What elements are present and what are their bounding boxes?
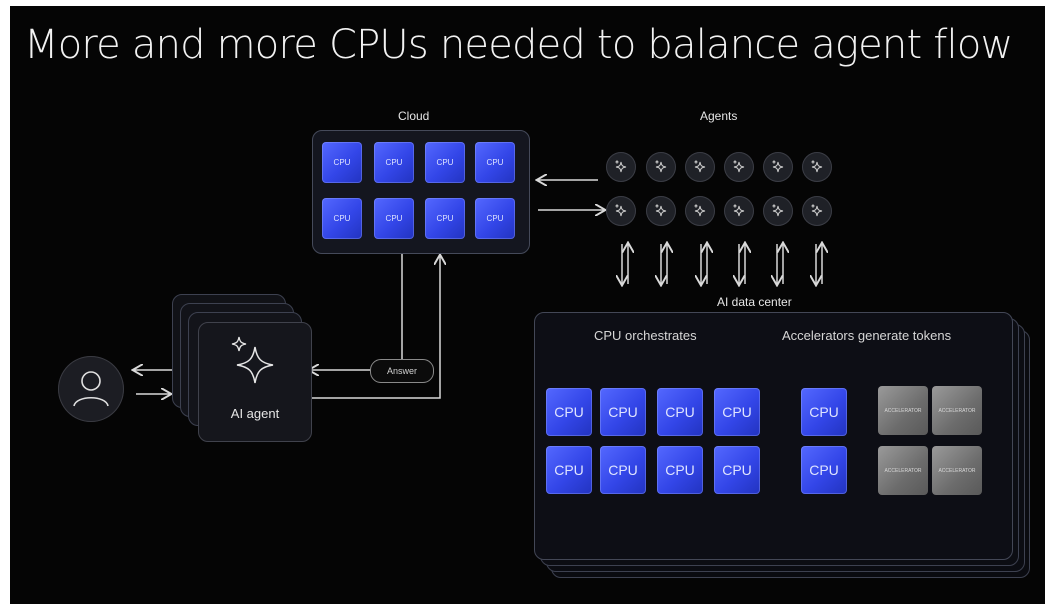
user-icon <box>73 371 109 407</box>
agent-icon <box>615 204 627 217</box>
cloud-cpu-chip: CPU <box>475 142 515 183</box>
agent-node <box>685 152 715 182</box>
orchestrator-cpu-chip: CPU <box>657 446 703 494</box>
cloud-cpu-chip: CPU <box>425 198 465 239</box>
agents-label: Agents <box>700 109 738 123</box>
user-avatar <box>58 356 124 422</box>
agent-node <box>646 196 676 226</box>
agent-icon <box>733 204 745 217</box>
ai-agent-stack: AI agent <box>172 294 312 444</box>
accelerator-chip: ACCELERATOR <box>932 386 982 435</box>
answer-pill: Answer <box>370 359 434 383</box>
agent-node <box>724 196 754 226</box>
cloud-cpu-chip: CPU <box>322 198 362 239</box>
ai-agent-label: AI agent <box>230 406 280 421</box>
cloud-cpu-chip: CPU <box>374 198 414 239</box>
agent-node <box>724 152 754 182</box>
agent-node <box>606 152 636 182</box>
agent-icon <box>772 160 784 173</box>
orchestrator-cpu-chip: CPU <box>714 388 760 436</box>
agent-icon <box>733 160 745 173</box>
agent-node <box>802 196 832 226</box>
ai-data-center-label: AI data center <box>717 295 792 309</box>
agent-node <box>763 196 793 226</box>
agent-icon <box>694 160 706 173</box>
agent-icon <box>655 204 667 217</box>
orchestrator-cpu-chip: CPU <box>657 388 703 436</box>
agent-node <box>606 196 636 226</box>
agent-icon <box>655 160 667 173</box>
agent-icon <box>811 204 823 217</box>
orchestrator-cpu-chip: CPU <box>546 446 592 494</box>
accelerator-host-cpu-chip: CPU <box>801 388 847 436</box>
agent-icon <box>615 160 627 173</box>
sparkle-icon <box>231 336 274 384</box>
orchestrator-cpu-chip: CPU <box>714 446 760 494</box>
agent-node <box>802 152 832 182</box>
agent-node <box>685 196 715 226</box>
agent-icon <box>772 204 784 217</box>
cloud-cpu-chip: CPU <box>374 142 414 183</box>
orchestrator-cpu-chip: CPU <box>600 388 646 436</box>
data-center-panel <box>534 312 1013 560</box>
agent-icon <box>694 204 706 217</box>
accelerator-chip: ACCELERATOR <box>932 446 982 495</box>
slide-title: More and more CPUs needed to balance age… <box>24 22 1013 68</box>
cloud-label: Cloud <box>398 109 430 123</box>
orchestrator-cpu-chip: CPU <box>546 388 592 436</box>
cloud-cpu-chip: CPU <box>425 142 465 183</box>
accelerator-chip: ACCELERATOR <box>878 446 928 495</box>
agent-node <box>646 152 676 182</box>
slide: More and more CPUs needed to balance age… <box>10 6 1045 604</box>
agent-node <box>763 152 793 182</box>
cpu-orchestrates-label: CPU orchestrates <box>594 328 697 343</box>
cloud-cpu-chip: CPU <box>322 142 362 183</box>
ai-agent-card: AI agent <box>198 322 312 442</box>
accelerators-label: Accelerators generate tokens <box>782 328 952 343</box>
orchestrator-cpu-chip: CPU <box>600 446 646 494</box>
accelerator-chip: ACCELERATOR <box>878 386 928 435</box>
agent-icon <box>811 160 823 173</box>
accelerator-host-cpu-chip: CPU <box>801 446 847 494</box>
cloud-cpu-chip: CPU <box>475 198 515 239</box>
